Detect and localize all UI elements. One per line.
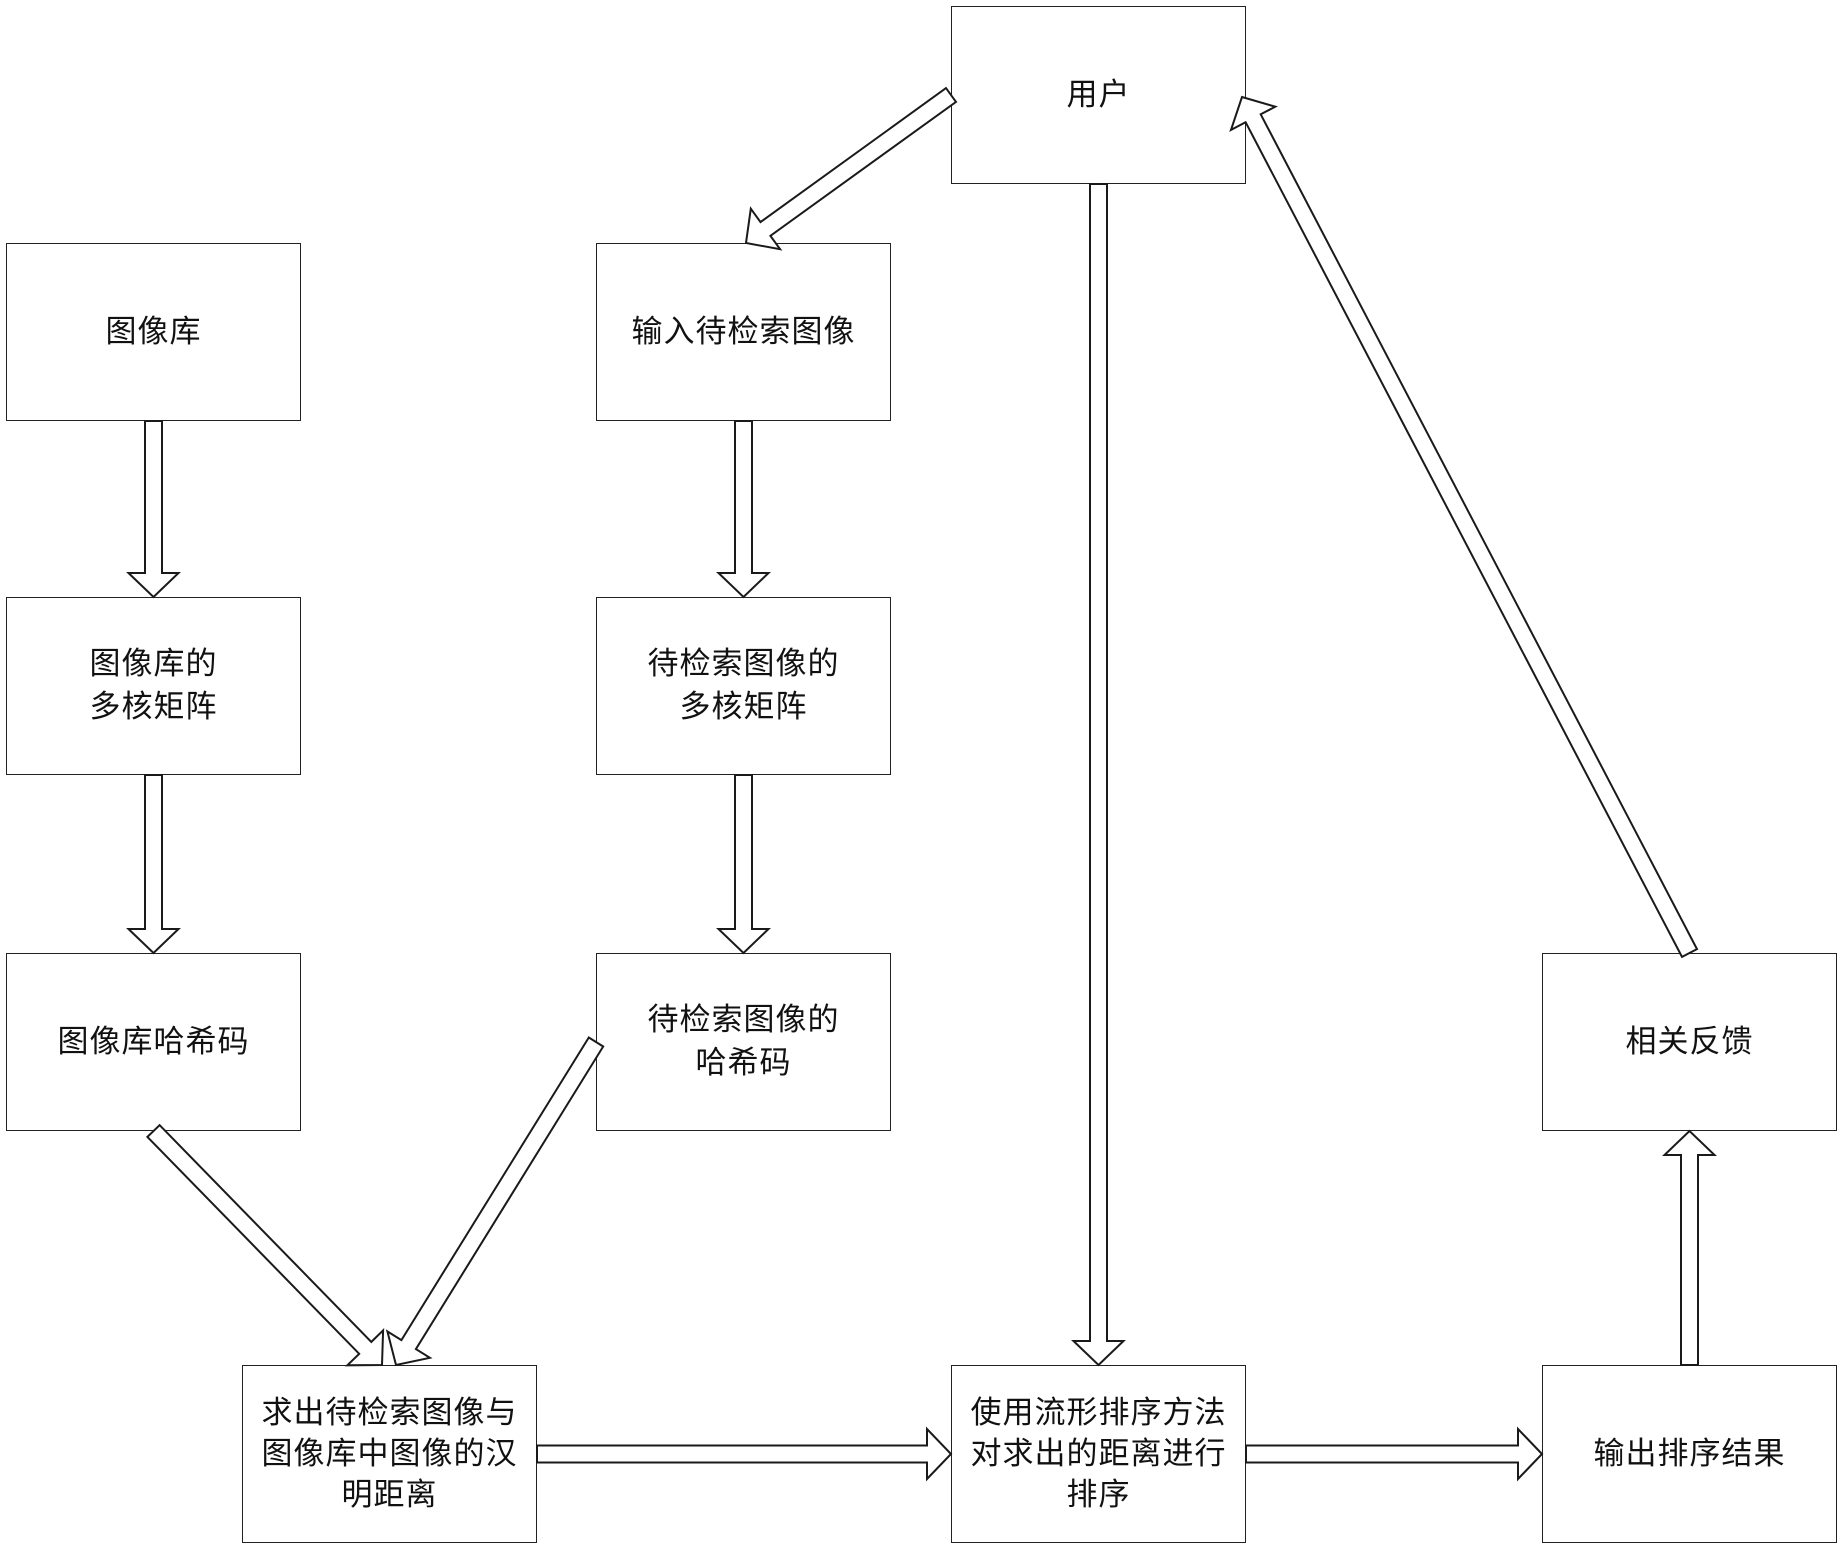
arrow-n0-to-n2: [746, 88, 956, 249]
node-label-line: 输出排序结果: [1594, 1433, 1786, 1476]
node-label-line: 多核矩阵: [90, 686, 218, 729]
arrow-n6-to-n8: [387, 1038, 603, 1366]
node-label-line: 图像库的: [90, 643, 218, 686]
node-query-multikernel-matrix: 待检索图像的 多核矩阵: [596, 597, 891, 775]
node-input-query-image: 输入待检索图像: [596, 243, 891, 421]
node-label-line: 用户: [1067, 74, 1131, 117]
arrow-n7-to-n0: [1231, 97, 1697, 957]
node-label-line: 明距离: [342, 1475, 438, 1516]
node-user: 用户: [951, 6, 1246, 184]
node-library-hash-code: 图像库哈希码: [6, 953, 301, 1131]
node-relevance-feedback: 相关反馈: [1542, 953, 1837, 1131]
node-label-line: 哈希码: [696, 1042, 792, 1085]
node-image-library: 图像库: [6, 243, 301, 421]
arrow-n5-to-n8: [147, 1125, 383, 1365]
arrow-n9-to-n10: [1246, 1429, 1542, 1479]
node-label-line: 多核矩阵: [680, 686, 808, 729]
arrow-n2-to-n4: [719, 421, 769, 597]
arrow-n0-to-n9: [1074, 184, 1124, 1365]
arrow-n4-to-n6: [719, 775, 769, 953]
node-output-ranking-result: 输出排序结果: [1542, 1365, 1837, 1543]
node-manifold-ranking: 使用流形排序方法 对求出的距离进行 排序: [951, 1365, 1246, 1543]
node-label-line: 使用流形排序方法: [971, 1393, 1227, 1434]
arrow-n1-to-n3: [129, 421, 179, 597]
node-label-line: 待检索图像的: [648, 643, 840, 686]
node-library-multikernel-matrix: 图像库的 多核矩阵: [6, 597, 301, 775]
node-label-line: 图像库: [106, 311, 202, 354]
node-label-line: 求出待检索图像与: [262, 1393, 518, 1434]
arrow-n8-to-n9: [537, 1429, 951, 1479]
node-query-hash-code: 待检索图像的 哈希码: [596, 953, 891, 1131]
node-hamming-distance: 求出待检索图像与 图像库中图像的汉 明距离: [242, 1365, 537, 1543]
node-label-line: 待检索图像的: [648, 999, 840, 1042]
node-label-line: 相关反馈: [1626, 1021, 1754, 1064]
arrow-n10-to-n7: [1665, 1131, 1715, 1365]
node-label-line: 图像库中图像的汉: [262, 1434, 518, 1475]
arrow-n3-to-n5: [129, 775, 179, 953]
node-label-line: 排序: [1067, 1475, 1131, 1516]
node-label-line: 对求出的距离进行: [971, 1434, 1227, 1475]
node-label-line: 图像库哈希码: [58, 1021, 250, 1064]
node-label-line: 输入待检索图像: [632, 311, 856, 354]
